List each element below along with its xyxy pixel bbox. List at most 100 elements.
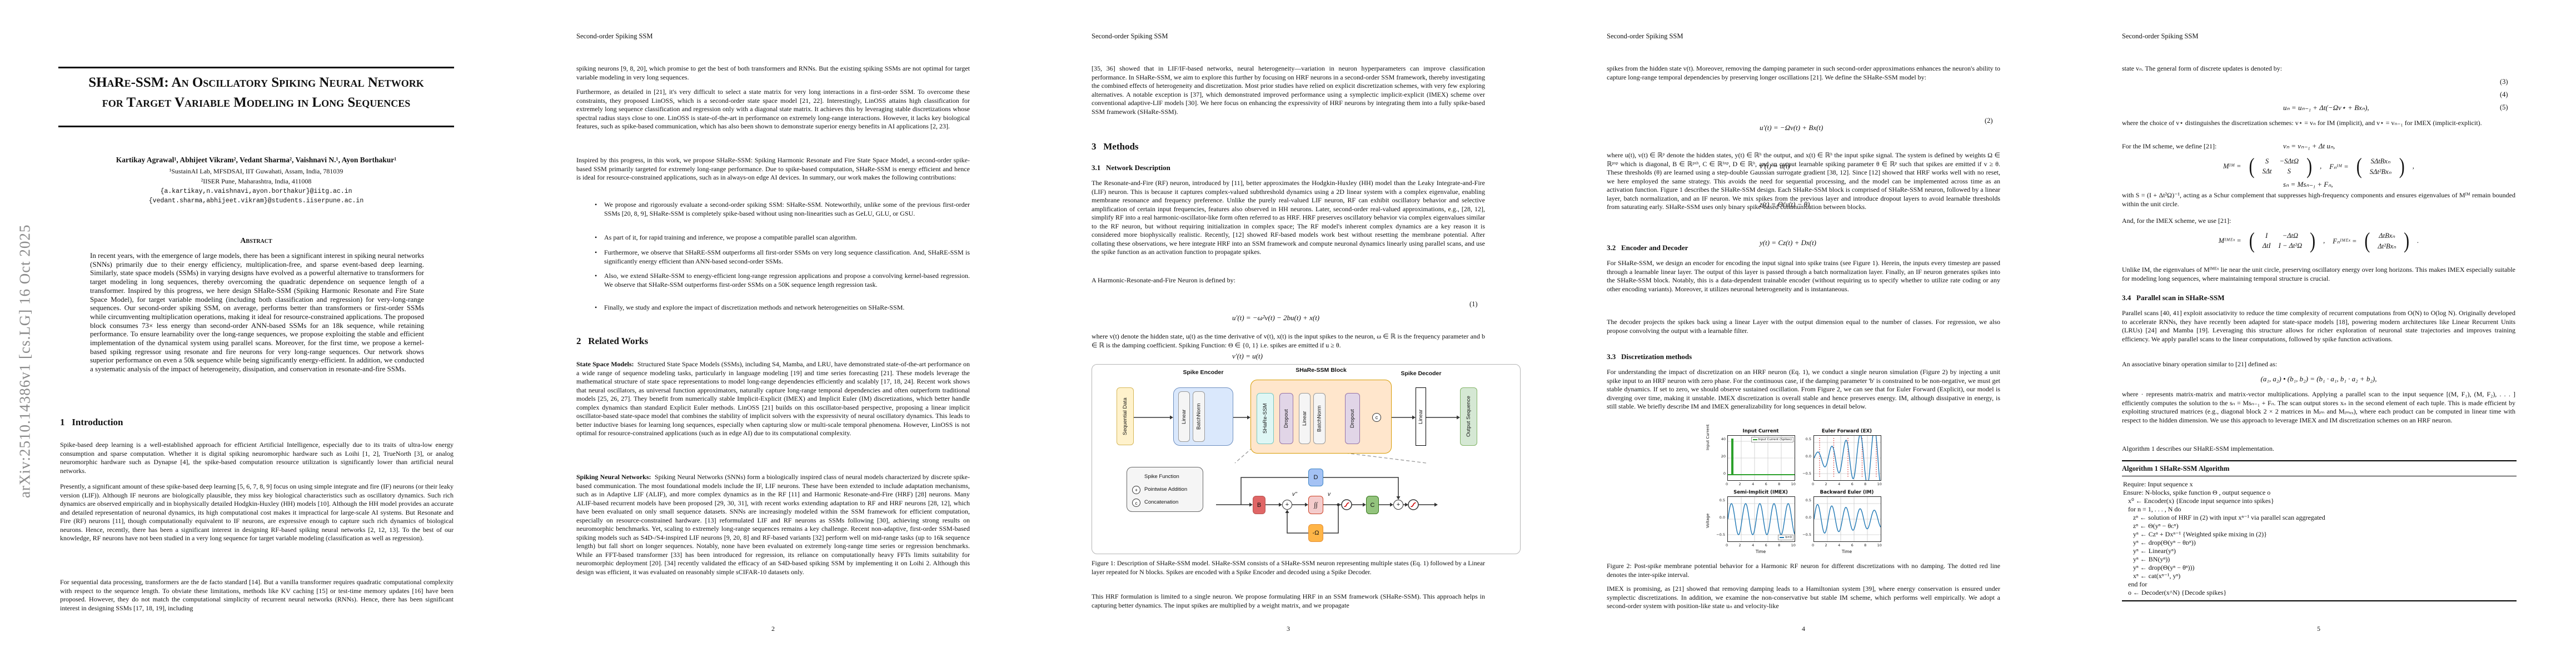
assoc-line: An associative binary operation similar … xyxy=(2122,360,2278,368)
paragraph: The decoder projects the spikes back usi… xyxy=(1607,318,2000,335)
authors: Kartikay Agrawal¹, Abhijeet Vikram², Ved… xyxy=(116,156,397,164)
bullet-icon: • xyxy=(595,303,597,311)
yticks-imex: 0.5 0.0 −0.5 xyxy=(1714,498,1725,537)
paragraph: For understanding the impact of discreti… xyxy=(1607,368,2000,410)
title-rule-bottom xyxy=(58,126,454,127)
paren: ( xyxy=(2364,228,2370,253)
plot-title-im: Backward Euler (IM) xyxy=(1820,490,1874,495)
methods-heading: 3 Methods xyxy=(1092,141,1139,152)
bullet-icon: • xyxy=(595,272,597,280)
matrix-cell: −SΔtΩ xyxy=(2279,157,2299,165)
algo-ref-line: Algorithm 1 describes our SHaRE-SSM impl… xyxy=(2122,445,2274,452)
tick-label: 10 xyxy=(1791,543,1796,547)
dropout-box-2: Dropout xyxy=(1345,393,1360,444)
running-header: Second-order Spiking SSM xyxy=(1607,32,1683,40)
equation-1-line1: u′(t) = −ω²v(t) − 2bu(t) + x(t) xyxy=(1232,313,1320,322)
arxiv-stamp: arXiv:2510.14386v1 [cs.LG] 16 Oct 2025 xyxy=(16,224,33,499)
contribution-item: Finally, we study and explore the impact… xyxy=(604,303,905,311)
equation-5-number: (5) xyxy=(2500,103,2508,111)
paragraph: where · represents matrix-matrix and mat… xyxy=(2122,390,2515,424)
page-3: Second-order Spiking SSM [35, 36] showed… xyxy=(1030,0,1546,667)
concatenation-icon: c xyxy=(1132,499,1140,507)
tick-label: 0 xyxy=(1726,543,1728,547)
tick-label: 0 xyxy=(1812,543,1815,547)
paren: ( xyxy=(2249,228,2255,253)
v-label: v xyxy=(1328,491,1331,497)
figure-1: Spike Encoder SHaRe-SSM Block Spike Deco… xyxy=(1092,364,1521,554)
title-rule-top xyxy=(58,67,454,68)
paragraph: Furthermore, as detailed in [21], it's v… xyxy=(576,88,970,130)
abstract-heading: Abstract xyxy=(240,237,272,245)
block-batchnorm-box: BatchNorm xyxy=(1313,393,1326,444)
paragraph: spikes from the hidden state v(t). Moreo… xyxy=(1607,64,2000,81)
paren: ( xyxy=(2356,153,2362,179)
im-f-vector: SΔtBxₙ SΔt²Bxₙ xyxy=(2370,157,2391,176)
equation-2-line3: z(t) = Θ(v(t) − θ) xyxy=(1760,200,1810,208)
pointwise-addition-node: + xyxy=(1282,500,1292,510)
tick-label: −0.5 xyxy=(1802,471,1811,476)
page-2: Second-order Spiking SSM spiking neurons… xyxy=(515,0,1030,667)
tick-label: 6 xyxy=(1851,482,1853,486)
contribution-item: Furthermore, we observe that SHaRE-SSM o… xyxy=(604,248,970,265)
snn-lead: Spiking Neural Networks: xyxy=(576,473,651,481)
tick-label: 0.0 xyxy=(1805,454,1811,459)
legend-label: b=0 xyxy=(1785,536,1792,539)
omega-matrix-box: -Ω xyxy=(1308,524,1323,542)
page-number: 4 xyxy=(1802,625,1805,633)
tick-label: 4 xyxy=(1838,482,1841,486)
paragraph: This HRF formulation is limited to a sin… xyxy=(1092,593,1485,609)
plot-backward-euler xyxy=(1813,496,1881,542)
matrix-cell: S xyxy=(2287,167,2291,175)
running-header: Second-order Spiking SSM xyxy=(576,32,653,40)
legend-label: Input Current (Spikes) xyxy=(1758,438,1792,441)
spike-function-icon xyxy=(1341,499,1419,510)
paren: ) xyxy=(2399,153,2405,179)
page-4: Second-order Spiking SSM spikes from the… xyxy=(1546,0,2061,667)
ssm-paragraph: State Space Models: Structured State Spa… xyxy=(576,360,970,438)
decoder-linear-box: Linear xyxy=(1416,387,1426,446)
c-matrix-box: C xyxy=(1366,496,1379,514)
affiliation-1: ¹SustainAI Lab, MFSDSAI, IIT Guwahati, A… xyxy=(169,167,343,175)
algorithm-line: yⁿ ← Linear(yⁿ) xyxy=(2123,547,2176,555)
tick-label: 0.5 xyxy=(1805,498,1811,502)
running-header: Second-order Spiking SSM xyxy=(1092,32,1168,40)
algorithm-line: zⁿ ← Θ(yⁿ − θᴄⁿ) xyxy=(2123,522,2179,530)
imex-f-lhs: Fₙᴵᴹᴱˣ = xyxy=(2333,237,2357,245)
paper-title-line2: for Target Variable Modeling in Long Seq… xyxy=(102,95,411,110)
end-punct: . xyxy=(2417,237,2419,245)
algorithm-line: yⁿ ← drop(Θ(yⁿ − θᴅⁿ)) xyxy=(2123,539,2196,546)
snn-paragraph: Spiking Neural Networks: Spiking Neural … xyxy=(576,473,970,576)
legend-spike-label: Spike Function xyxy=(1144,474,1179,480)
yticks-euler: 0.5 0.0 −0.5 xyxy=(1800,437,1811,476)
tick-label: 0.5 xyxy=(1719,498,1725,502)
d-matrix-box: D xyxy=(1308,469,1323,486)
tick-label: −0.5 xyxy=(1802,532,1811,537)
plot-legend: Input Current (Spikes) xyxy=(1751,437,1793,442)
equation-2-line1: u′(t) = −Ωv(t) + Bx(t) xyxy=(1760,123,1823,132)
algorithm-line: zⁿ ← solution of HRF in (2) with input x… xyxy=(2123,514,2325,521)
imex-f-vector: ΔtBxₙ Δt²Bxₙ xyxy=(2378,231,2396,251)
paragraph: Parallel scans [40, 41] exploit associat… xyxy=(2122,309,2515,343)
hrf-defined-line: A Harmonic-Resonate-and-Fire Neuron is d… xyxy=(1092,276,1235,284)
tick-label: 2 xyxy=(1825,482,1827,486)
algorithm-line: end for xyxy=(2123,580,2148,588)
tick-label: 0.0 xyxy=(1719,515,1725,520)
equation-1-number: (1) xyxy=(1469,300,1478,308)
vector-cell: Δt²Bxₙ xyxy=(2378,242,2396,250)
algorithm-line: Require: Input sequence x xyxy=(2123,480,2193,488)
algorithm-title-text: Algorithm 1 SHaRe-SSM Algorithm xyxy=(2122,465,2230,472)
email-line-2: {vedant.sharma,abhijeet.vikram}@students… xyxy=(148,197,364,205)
parallel-scan-heading: 3.4 Parallel scan in SHaRe-SSM xyxy=(2122,293,2225,302)
tick-label: 8 xyxy=(1778,543,1781,547)
bullet-icon: • xyxy=(595,248,597,256)
intro-paragraph-3: For sequential data processing, transfor… xyxy=(60,578,454,612)
imex-intro-line: And, for the IMEX scheme, we use [21]: xyxy=(2122,217,2231,225)
equation-4: vₙ = vₙ₋₁ + Δt uₙ, xyxy=(2283,142,2335,150)
separator: , xyxy=(2323,237,2325,245)
paper-title-line1: SHaRe-SSM: An Oscillatory Spiking Neural… xyxy=(88,75,424,90)
